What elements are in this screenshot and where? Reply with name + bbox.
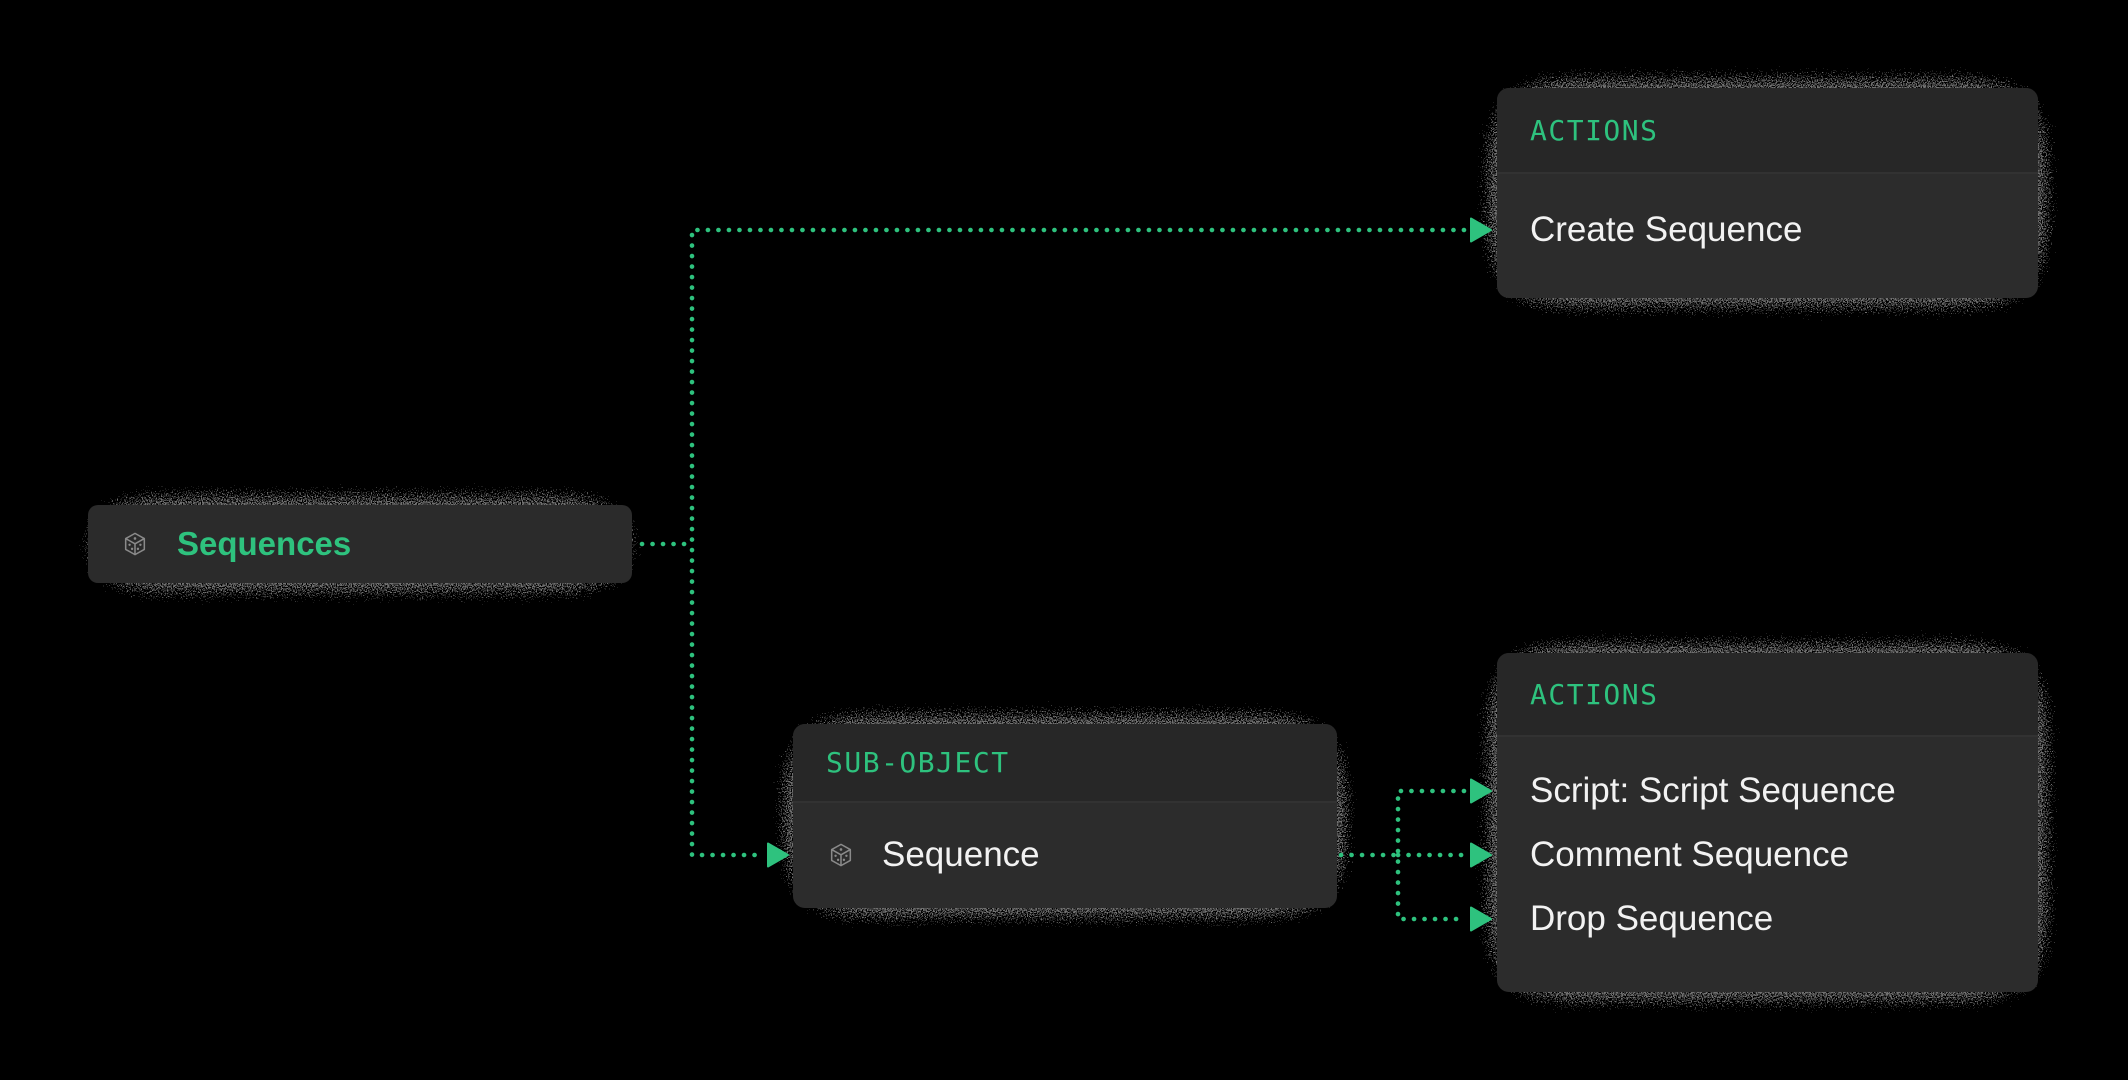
cube-icon bbox=[124, 532, 146, 556]
panel-actions-top-body: Create Sequence bbox=[1497, 174, 2038, 296]
cube-icon bbox=[830, 843, 852, 866]
subobject-header-label: SUB-OBJECT bbox=[826, 746, 1010, 779]
node-sequences-label: Sequences bbox=[177, 525, 352, 562]
arrowhead-icon bbox=[1470, 778, 1492, 804]
panel-subobject-header: SUB-OBJECT bbox=[793, 724, 1337, 803]
action-item-label: Comment Sequence bbox=[1530, 835, 1850, 874]
action-item-label: Drop Sequence bbox=[1530, 899, 1774, 938]
panel-actions-top-header: ACTIONS bbox=[1497, 88, 2038, 174]
node-sequences[interactable]: Sequences bbox=[88, 505, 632, 583]
arrowhead-icon bbox=[1470, 217, 1492, 243]
arrowhead-icon bbox=[1470, 842, 1492, 868]
actions-header-label: ACTIONS bbox=[1530, 677, 1659, 711]
panel-subobject-body: Sequence bbox=[793, 803, 1337, 906]
action-item-drop-sequence[interactable]: Drop Sequence bbox=[1497, 887, 2038, 951]
panel-actions-top: ACTIONS Create Sequence bbox=[1497, 88, 2038, 298]
actions-header-label: ACTIONS bbox=[1530, 113, 1659, 147]
action-item-label: Script: Script Sequence bbox=[1530, 771, 1896, 810]
panel-actions-bottom-header: ACTIONS bbox=[1497, 653, 2038, 737]
panel-actions-bottom-body: Script: Script Sequence Comment Sequence… bbox=[1497, 737, 2038, 951]
action-item-create-sequence[interactable]: Create Sequence bbox=[1497, 210, 2038, 250]
arrowhead-icon bbox=[1470, 906, 1492, 932]
connector-right-elbow bbox=[1395, 788, 1467, 922]
action-item-label: Create Sequence bbox=[1530, 210, 1803, 249]
panel-subobject: SUB-OBJECT Sequence bbox=[793, 724, 1337, 908]
action-item-comment-sequence[interactable]: Comment Sequence bbox=[1497, 823, 2038, 887]
subobject-item-label: Sequence bbox=[882, 834, 1040, 874]
arrowhead-icon bbox=[767, 842, 789, 868]
subobject-item-sequence[interactable]: Sequence bbox=[793, 835, 1337, 875]
action-item-script-sequence[interactable]: Script: Script Sequence bbox=[1497, 759, 2038, 823]
panel-actions-bottom: ACTIONS Script: Script Sequence Comment … bbox=[1497, 653, 2038, 992]
